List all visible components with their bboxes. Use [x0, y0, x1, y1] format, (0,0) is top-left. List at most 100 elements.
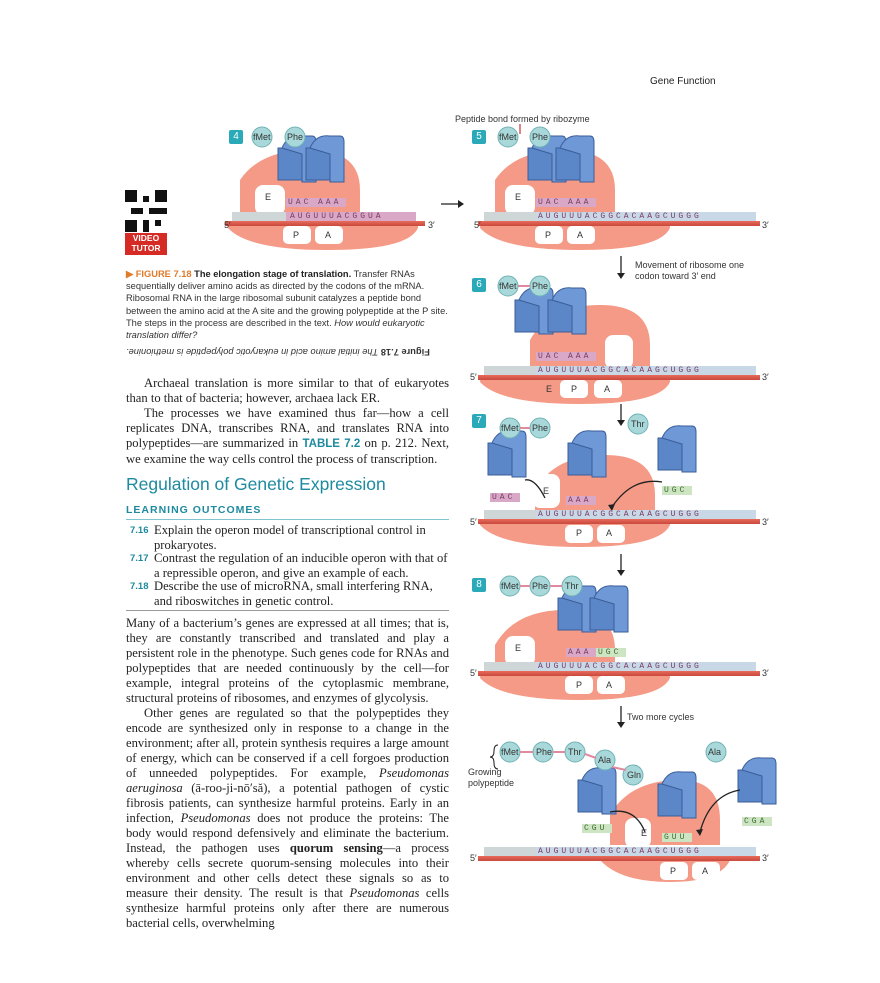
organism-name: Pseudomonas [180, 811, 251, 825]
anticodon-aaa: AAA [568, 496, 592, 505]
site-p: P [576, 680, 583, 690]
key-term: quorum sensing [289, 841, 383, 855]
site-a: A [606, 680, 613, 690]
site-p: P [571, 384, 578, 394]
step-6-panel [478, 275, 760, 404]
para-text: cells synthesize harmful proteins only a… [126, 886, 449, 930]
aa-ala: Ala [708, 747, 722, 757]
three-prime-end: 3′ [762, 517, 769, 527]
aa-phe: Phe [532, 281, 549, 291]
site-p: P [293, 230, 300, 240]
anticodon-aaa: AAA [568, 198, 592, 207]
table-link[interactable]: TABLE 7.2 [302, 438, 361, 450]
site-a: A [606, 528, 613, 538]
play-icon: ▶ [126, 269, 136, 279]
outcome-number: 7.18 [130, 581, 149, 592]
mrna-sequence: AUGUUUACGGCACAAGCUGGG [538, 510, 702, 519]
three-prime-end: 3′ [762, 220, 769, 230]
aa-fmet: fMet [253, 132, 271, 142]
five-prime-end: 5′ [470, 853, 477, 863]
figure-title: The elongation stage of translation. [194, 269, 352, 279]
divider [126, 610, 449, 611]
anticodon-guu: GUU [664, 833, 688, 842]
outcome-item: 7.16 Explain the operon model of transcr… [126, 523, 449, 552]
arrow-5-to-6 [617, 256, 625, 279]
site-a: A [702, 866, 709, 876]
paragraph-summary-b: on p. 212. Next, we examine the way cell… [126, 436, 450, 466]
para-text: does not produce the proteins: The body … [126, 811, 449, 855]
divider [126, 519, 449, 520]
step-7-panel [478, 413, 760, 547]
video-tutor-badge[interactable]: VIDEO TUTOR [125, 233, 167, 255]
figure-number: FIGURE 7.18 [135, 269, 192, 279]
site-a: A [604, 384, 611, 394]
site-e: E [265, 192, 272, 202]
figure-caption: ▶ FIGURE 7.18 The elongation stage of tr… [126, 268, 448, 341]
site-p: P [545, 230, 552, 240]
three-prime-end: 3′ [762, 372, 769, 382]
learning-outcomes-heading: LEARNING OUTCOMES [126, 504, 262, 516]
arrow-6-to-7 [617, 404, 625, 426]
anticodon-aaa: AAA [318, 198, 342, 207]
three-prime-end: 3′ [428, 220, 435, 230]
aa-thr: Thr [568, 747, 582, 757]
five-prime-end: 5′ [470, 372, 477, 382]
aa-fmet: fMet [499, 281, 517, 291]
aa-fmet: fMet [499, 132, 517, 142]
mrna-sequence: AUGUUUACGGCACAAGCUGGG [538, 366, 702, 375]
anticodon-uac: UAC [288, 198, 312, 207]
answer-label: Figure 7.18 [380, 347, 430, 357]
paragraph-summary-a: The processes we have examined thus far—… [126, 406, 449, 450]
outcome-item: 7.17 Contrast the regulation of an induc… [126, 551, 449, 580]
peptide-bond-label: Peptide bond formed by ribozyme [455, 114, 590, 124]
anticodon-aaa: AAA [568, 352, 592, 361]
outcome-item: 7.18 Describe the use of microRNA, small… [126, 579, 449, 608]
aa-phe: Phe [287, 132, 304, 142]
paragraph-constitutive: Many of a bacterium’s genes are expresse… [126, 616, 449, 705]
aa-phe: Phe [532, 132, 549, 142]
mrna-sequence: AUGUUUACGGCACAAGCUGGG [538, 212, 702, 221]
anticodon-uac: UAC [492, 493, 516, 502]
step-badge-8: 8 [472, 578, 486, 592]
paragraph-archaeal: Archaeal translation is more similar to … [126, 376, 449, 405]
site-e: E [641, 828, 648, 838]
anticodon-aaa: AAA [568, 648, 592, 657]
site-e: E [515, 643, 522, 653]
mrna-sequence: AUGUUUACGGCACAAGCUGGG [538, 847, 702, 856]
mrna-sequence: AUGUUUACGGUA [290, 212, 384, 221]
anticodon-uac: UAC [538, 198, 562, 207]
arrow-7-to-8 [617, 554, 625, 576]
outcome-text: Describe the use of microRNA, small inte… [154, 579, 433, 608]
aa-gln: Gln [627, 770, 642, 780]
site-e: E [543, 486, 550, 496]
site-p: P [670, 866, 677, 876]
qr-code[interactable] [125, 190, 167, 232]
anticodon-cga: CGA [744, 817, 768, 826]
mrna-sequence: AUGUUUACGGCACAAGCUGGG [538, 662, 702, 671]
para-text: (ā-roo-ji-nō′să), a potential pathogen o… [126, 781, 449, 825]
aa-phe: Phe [536, 747, 553, 757]
final-panel [478, 741, 777, 882]
para-text: Other genes are regulated so that the po… [126, 706, 449, 780]
caption-question: How would eukaryotic translation differ? [126, 317, 425, 341]
aa-fmet: fMet [501, 581, 519, 591]
anticodon-ugc: UGC [598, 648, 622, 657]
section-heading: Regulation of Genetic Expression [126, 474, 386, 494]
step-badge-6: 6 [472, 278, 486, 292]
site-p: P [576, 528, 583, 538]
para-text: —a process whereby cells secrete quorum-… [126, 841, 449, 900]
aa-ala: Ala [598, 755, 612, 765]
five-prime-end: 5′ [470, 668, 477, 678]
arrow-8-to-final [617, 706, 625, 728]
site-a: A [577, 230, 584, 240]
paragraph-regulated: Other genes are regulated so that the po… [126, 706, 449, 931]
aa-phe: Phe [532, 581, 549, 591]
step-4-panel [225, 126, 425, 250]
video-line-1: VIDEO [132, 233, 160, 243]
site-e: E [515, 192, 522, 202]
answer-text: The initial amino acid in eukaryotic pol… [126, 347, 379, 357]
arrow-4-to-5 [441, 200, 464, 208]
three-prime-end: 3′ [762, 853, 769, 863]
inverted-answer: Figure 7.18 The initial amino acid in eu… [126, 347, 448, 357]
